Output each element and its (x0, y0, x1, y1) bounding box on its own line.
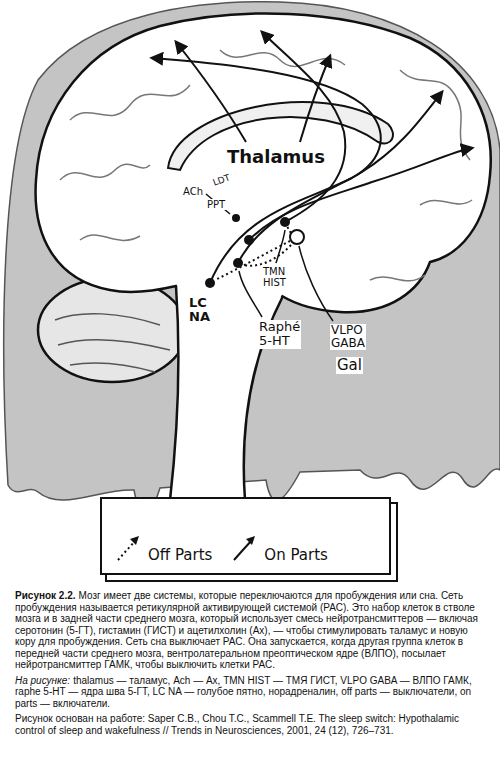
legend-label: On Parts (264, 547, 328, 564)
legend-arrow-line (234, 540, 252, 560)
figure-caption: Мозг имеет две системы, которые переключ… (15, 590, 478, 670)
region-label: LC NA (188, 296, 211, 325)
leader-lines (206, 194, 333, 321)
region-label: Raphé 5-HT (258, 320, 301, 349)
head-silhouette (4, 2, 500, 513)
caption-block: Рисунок 2.2.Мозг имеет две системы, кото… (15, 590, 485, 740)
legend-item: On Parts (230, 533, 328, 563)
gyri-lines (60, 50, 472, 281)
brainstem-edges (170, 286, 283, 500)
legend-box: Off Parts On Parts (100, 497, 391, 575)
caption-paragraph: Рисунок 2.2.Мозг имеет две системы, кото… (15, 590, 485, 671)
brainstem (170, 280, 285, 500)
legend-sample (230, 533, 260, 563)
nucleus-dots (205, 214, 290, 288)
note-text: thalamus — таламус, Ach — Ах, TMN HIST —… (15, 675, 472, 709)
legend-label: Off Parts (148, 547, 212, 564)
region-label: ACh (182, 186, 204, 197)
region-label: Thalamus (226, 147, 326, 167)
corpus-callosum (168, 102, 393, 170)
legend-arrow-head (246, 536, 255, 545)
legend-item: Off Parts (114, 533, 212, 563)
arousal-arrows (152, 32, 472, 283)
note-text: На рисунке: (15, 675, 70, 686)
legend-note: На рисунке:thalamus — таламус, Ach — Ах,… (15, 675, 485, 710)
region-label: TMN HIST (262, 266, 287, 288)
legend-arrow-head (130, 536, 139, 545)
cerebrum-outline (36, 14, 491, 313)
region-label: Gal (336, 357, 363, 374)
source-note: Рисунок основан на работе: Saper C.B., C… (15, 713, 485, 736)
brainstem-fill-top (176, 283, 283, 420)
cerebellum-folia (55, 314, 170, 372)
vlpo-circle (290, 230, 304, 244)
legend-sample (114, 533, 144, 563)
figure-title: Рисунок 2.2. (15, 590, 76, 601)
region-label: VLPO GABA (330, 324, 366, 350)
region-label: PPT (206, 199, 226, 210)
note-text: Рисунок основан на работе: Saper C.B., C… (15, 713, 459, 736)
cerebellum (38, 278, 186, 382)
legend-arrow-line (118, 540, 136, 560)
